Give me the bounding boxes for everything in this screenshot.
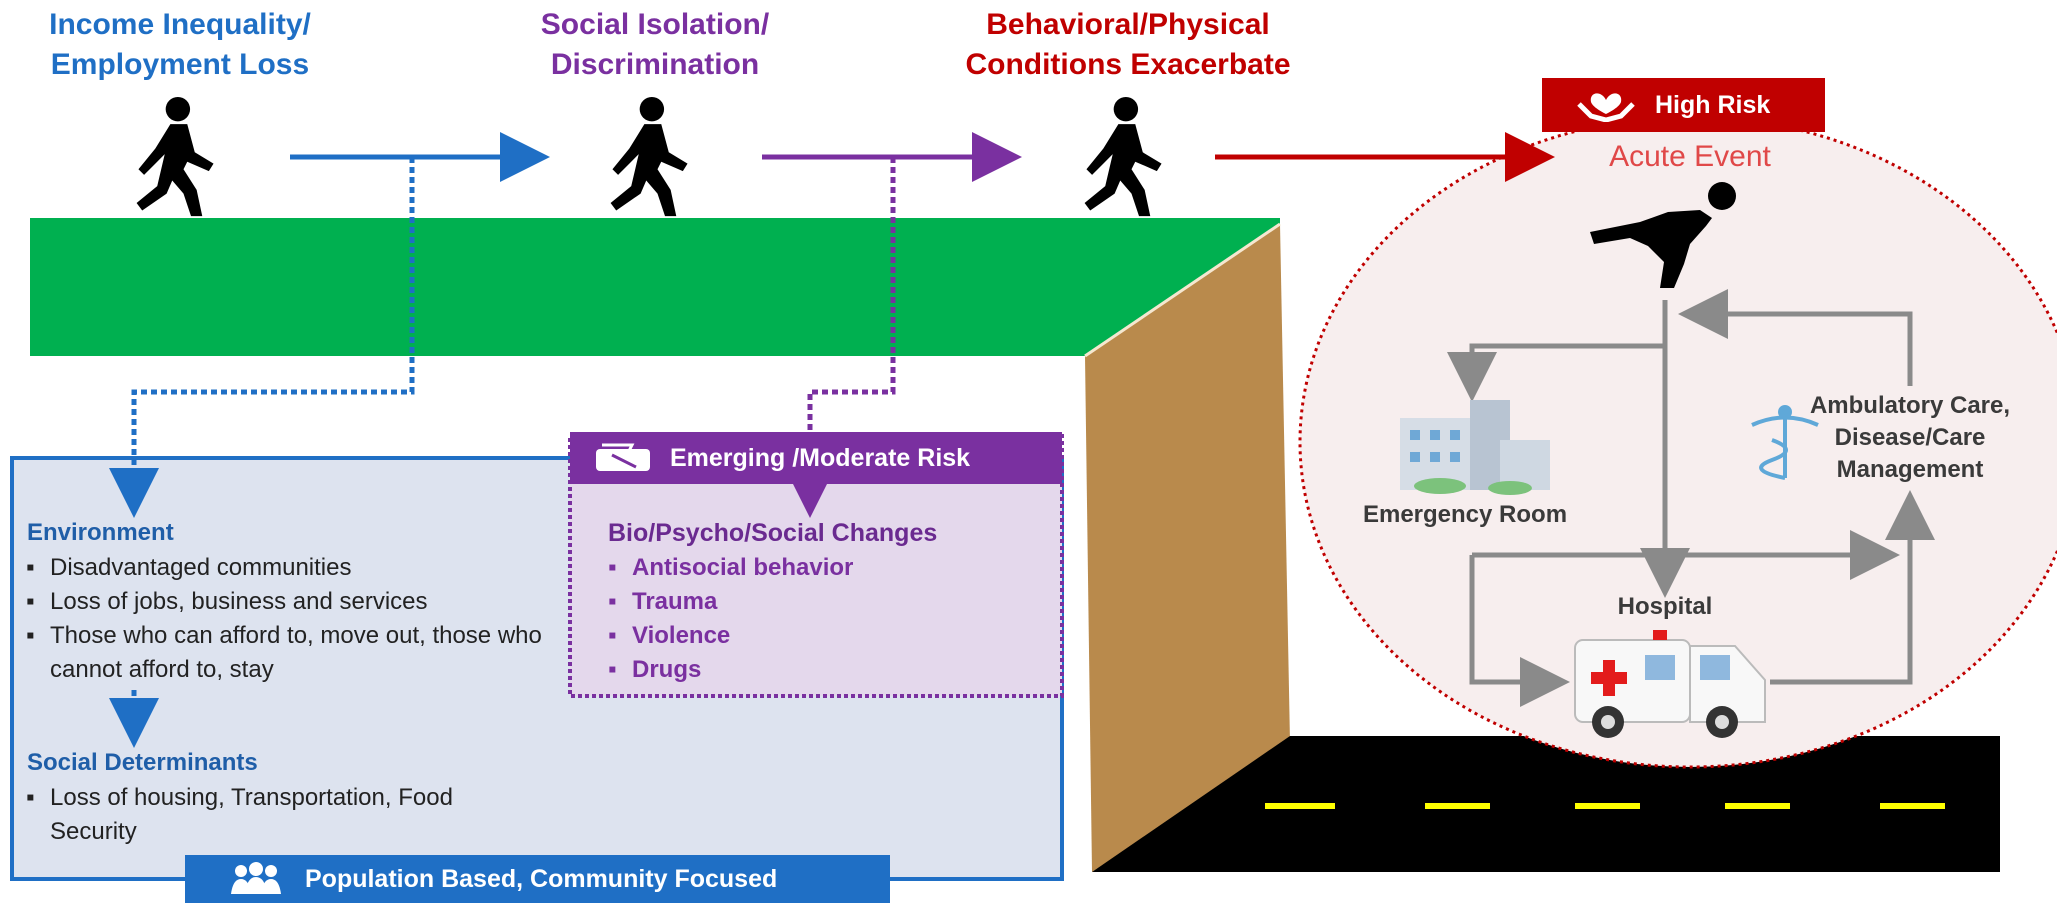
list-item: Loss of jobs, business and services: [24, 585, 579, 619]
list-item: Trauma: [606, 585, 1046, 619]
stage-1-label: Income Inequality/Employment Loss: [49, 8, 311, 81]
list-item: Violence: [606, 619, 1046, 653]
walker-1: [136, 96, 214, 217]
walker-2: [610, 96, 688, 217]
hospital-label: Hospital: [1617, 593, 1713, 620]
social-determinants-heading: Social Determinants: [27, 749, 258, 776]
environment-list: Disadvantaged communities Loss of jobs, …: [24, 551, 579, 687]
ambulance-icon: [1574, 630, 1766, 738]
emergency-room-icon: [1400, 400, 1550, 495]
acute-event-label: Acute Event: [1609, 140, 1771, 173]
falling-person: [1590, 182, 1736, 288]
list-item: Drugs: [606, 653, 1046, 687]
walker-3: [1084, 96, 1162, 217]
bio-heading: Bio/Psycho/Social Changes: [608, 519, 938, 547]
emergency-room-label: Emergency Room: [1362, 501, 1568, 528]
moderate-risk-banner: Emerging /Moderate Risk: [570, 432, 1062, 484]
road: [1092, 736, 2000, 872]
list-item: Loss of housing, Transportation, Food Se…: [24, 781, 544, 849]
list-item: Antisocial behavior: [606, 551, 1046, 585]
pills-icon: [596, 443, 650, 471]
population-label: Population Based, Community Focused: [305, 864, 778, 893]
high-risk-label: High Risk: [1655, 90, 1771, 119]
connector-environment: [109, 157, 415, 518]
cliff-face: [1085, 224, 1290, 872]
green-platform: [30, 218, 1280, 356]
list-item: Those who can afford to, move out, those…: [24, 619, 579, 687]
moderate-risk-label: Emerging /Moderate Risk: [670, 443, 971, 472]
people-icon: [231, 862, 281, 894]
hands-heart-icon: [1577, 93, 1635, 122]
bio-list: Antisocial behavior Trauma Violence Drug…: [606, 551, 1046, 687]
stage-2-label: Social Isolation/Discrimination: [540, 8, 770, 81]
list-item: Disadvantaged communities: [24, 551, 579, 585]
population-banner: Population Based, Community Focused: [185, 855, 890, 903]
caduceus-icon: [1751, 405, 1819, 480]
environment-heading: Environment: [27, 519, 174, 546]
high-risk-banner: High Risk: [1542, 78, 1825, 132]
social-determinants-list: Loss of housing, Transportation, Food Se…: [24, 781, 544, 849]
